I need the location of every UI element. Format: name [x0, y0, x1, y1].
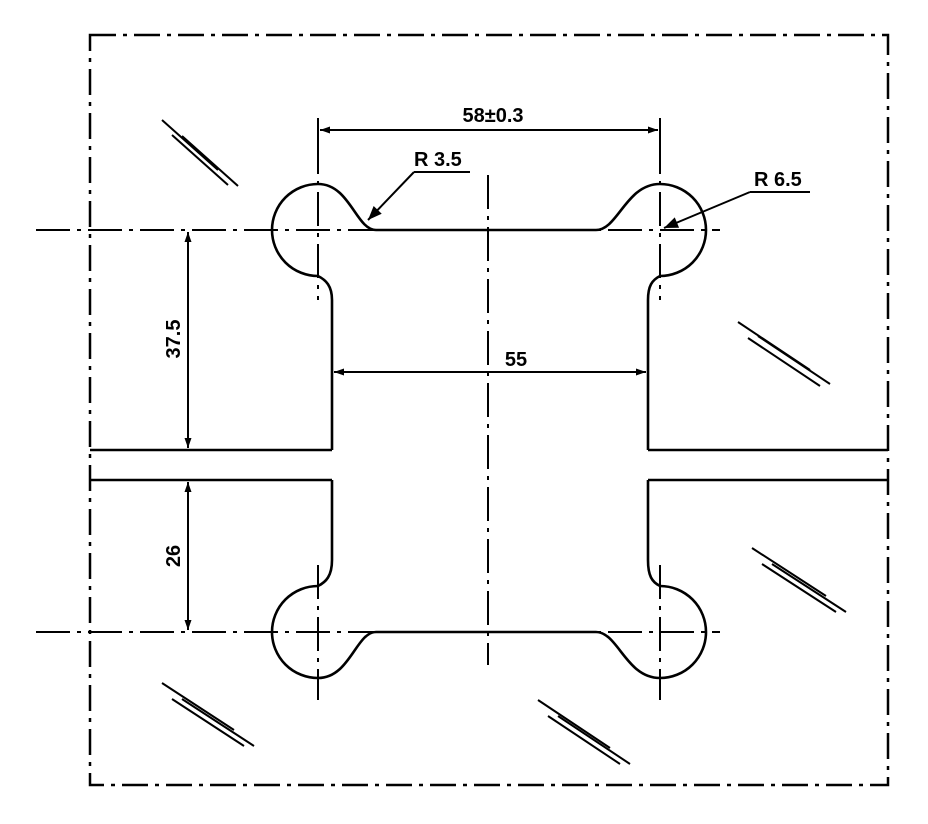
dim-inner-width: 55: [334, 349, 646, 376]
hatch-bottom-left: [161, 682, 255, 747]
dim-left-lower-height: 26: [163, 482, 192, 630]
hatch-marks: [161, 119, 847, 765]
hatch-right-upper: [737, 321, 831, 387]
hatch-top-left: [161, 119, 239, 187]
centerlines: [36, 140, 720, 700]
radius-small-label: R 3.5: [414, 149, 462, 171]
radius-large-label: R 6.5: [754, 169, 802, 191]
hatch-bottom-center: [537, 699, 631, 765]
dim-top-width: 58±0.3: [317, 105, 661, 140]
phantom-frame: [88, 33, 890, 787]
radius-callout-large: R 6.5: [663, 169, 810, 229]
hatch-right-lower: [751, 547, 847, 613]
dim-left-upper-height: 37.5: [163, 232, 192, 448]
radius-callout-small: R 3.5: [367, 149, 470, 221]
dim-left-lower-height-label: 26: [163, 545, 185, 567]
part-outline: [90, 182, 888, 680]
dim-left-upper-height-label: 37.5: [163, 320, 185, 359]
dim-top-width-label: 58±0.3: [462, 105, 523, 127]
dim-inner-width-label: 55: [505, 349, 527, 371]
